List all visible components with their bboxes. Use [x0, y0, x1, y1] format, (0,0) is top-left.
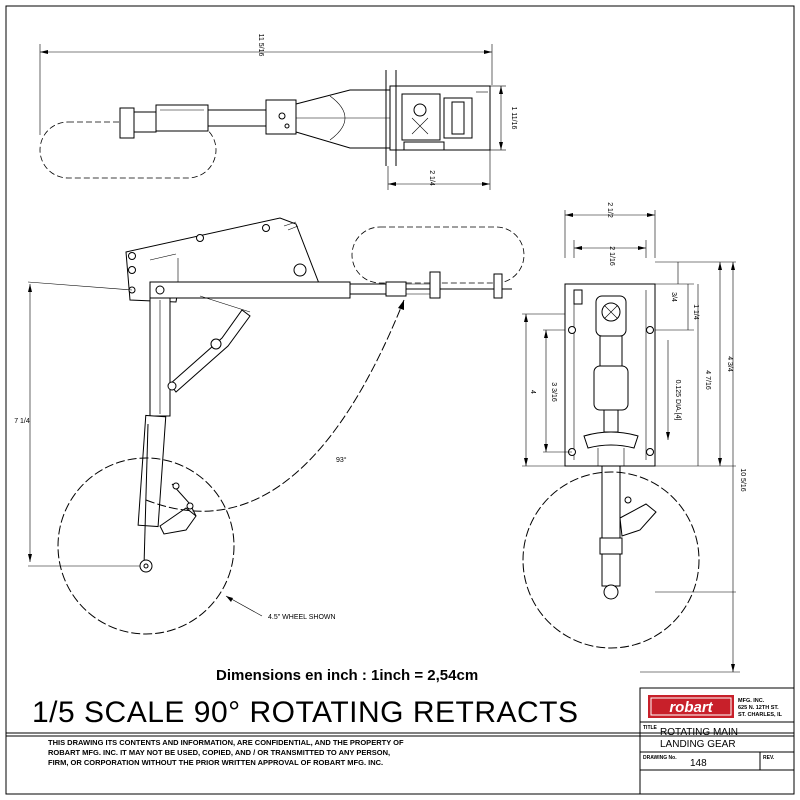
mount-hole-icon — [568, 326, 576, 334]
company-line-1: MFG. INC. — [738, 698, 765, 704]
drawing-no-label: DRAWING No. — [643, 755, 677, 761]
lower-strut — [137, 414, 167, 528]
dim-label-one-quarter: 1 1/4 — [692, 304, 699, 320]
torque-link — [159, 507, 197, 535]
screw-icon — [196, 234, 204, 242]
title-line-1: ROTATING MAIN — [660, 727, 738, 738]
dim-label-four-seven: 4 7/16 — [704, 370, 711, 390]
dim-label-overall-height: 10 5/16 — [739, 468, 746, 491]
arrowhead — [40, 50, 48, 54]
pivot-pin-icon — [293, 263, 307, 277]
dim-label-three-three: 3 3/16 — [550, 382, 557, 402]
mount-hole-icon — [646, 448, 654, 456]
screw-icon — [128, 252, 136, 260]
title-block: robart MFG. INC. 625 N. 12TH ST. ST. CHA… — [639, 687, 795, 795]
dim-label-strut: 7 1/4 — [14, 418, 30, 425]
swing-arc — [145, 299, 405, 512]
dim-label-hole-dia: 0.125 DIA.[4] — [674, 380, 681, 421]
lower-yoke — [583, 431, 639, 449]
dim-label-four-three: 4 3/4 — [726, 356, 733, 372]
drag-brace — [169, 309, 251, 393]
title-line-2: LANDING GEAR — [660, 739, 736, 750]
drawing-no: 148 — [690, 758, 707, 769]
pivot-pin-icon — [155, 285, 165, 295]
title-label: TITLE — [643, 725, 658, 731]
arrowhead — [484, 50, 492, 54]
front-torque-link — [619, 503, 657, 537]
dim-label-height: 1 11/16 — [510, 107, 517, 130]
wheel-outline-front — [522, 471, 700, 649]
axle-collar — [133, 111, 157, 133]
confidential-line-2: ROBART MFG. INC. IT MAY NOT BE USED, COP… — [48, 748, 390, 757]
rev-label: REV. — [763, 755, 775, 761]
trunnion-arm — [295, 89, 391, 149]
company-line-3: ST. CHARLES, IL — [738, 712, 783, 718]
top-view: 11 5/16 1 11/16 — [39, 34, 517, 190]
dim-label-four: 4 — [529, 390, 536, 394]
wheel-outline-side — [57, 457, 235, 635]
axle-hub — [119, 107, 135, 139]
main-title: 1/5 SCALE 90° ROTATING RETRACTS — [32, 696, 579, 729]
company-line-2: 625 N. 12TH ST. — [738, 705, 779, 711]
actuator-cylinder — [593, 365, 629, 411]
front-view: 2 1/2 2 1/16 — [522, 202, 746, 673]
side-view: 93° 7 1/4 4.5" WHEEL SHOWN — [14, 217, 525, 635]
actuator-rod — [349, 283, 391, 295]
mount-hole-icon — [646, 326, 654, 334]
screw-icon — [262, 224, 270, 232]
confidential-line-1: THIS DRAWING ITS CONTENTS AND INFORMATIO… — [48, 738, 404, 747]
actuator-rail — [149, 281, 351, 299]
logo-text: robart — [669, 699, 713, 716]
screw-icon — [128, 266, 136, 274]
dim-label-three-quarter: 3/4 — [670, 292, 677, 302]
units-note: Dimensions en inch : 1inch = 2,54cm — [216, 667, 478, 684]
dim-label-overall-width: 11 5/16 — [257, 34, 264, 57]
confidential-line-3: FIRM, OR CORPORATION WITHOUT THE PRIOR W… — [48, 758, 383, 767]
dim-label-outer-width: 2 1/2 — [606, 202, 613, 218]
dim-label-base: 2 1/4 — [428, 170, 435, 186]
servo-pocket — [401, 93, 441, 141]
front-strut — [601, 465, 621, 587]
strut-tube — [207, 109, 267, 127]
dim-label-inner-width: 2 1/16 — [608, 246, 615, 266]
dim-label-angle: 93° — [336, 456, 347, 464]
front-axle-icon — [603, 584, 619, 600]
logo-badge — [648, 695, 734, 718]
robart-logo: robart — [648, 695, 734, 718]
oleo-strut — [155, 104, 209, 132]
wheel-note: 4.5" WHEEL SHOWN — [268, 614, 336, 621]
bolt-icon — [413, 103, 427, 117]
sheet-border — [5, 5, 795, 795]
